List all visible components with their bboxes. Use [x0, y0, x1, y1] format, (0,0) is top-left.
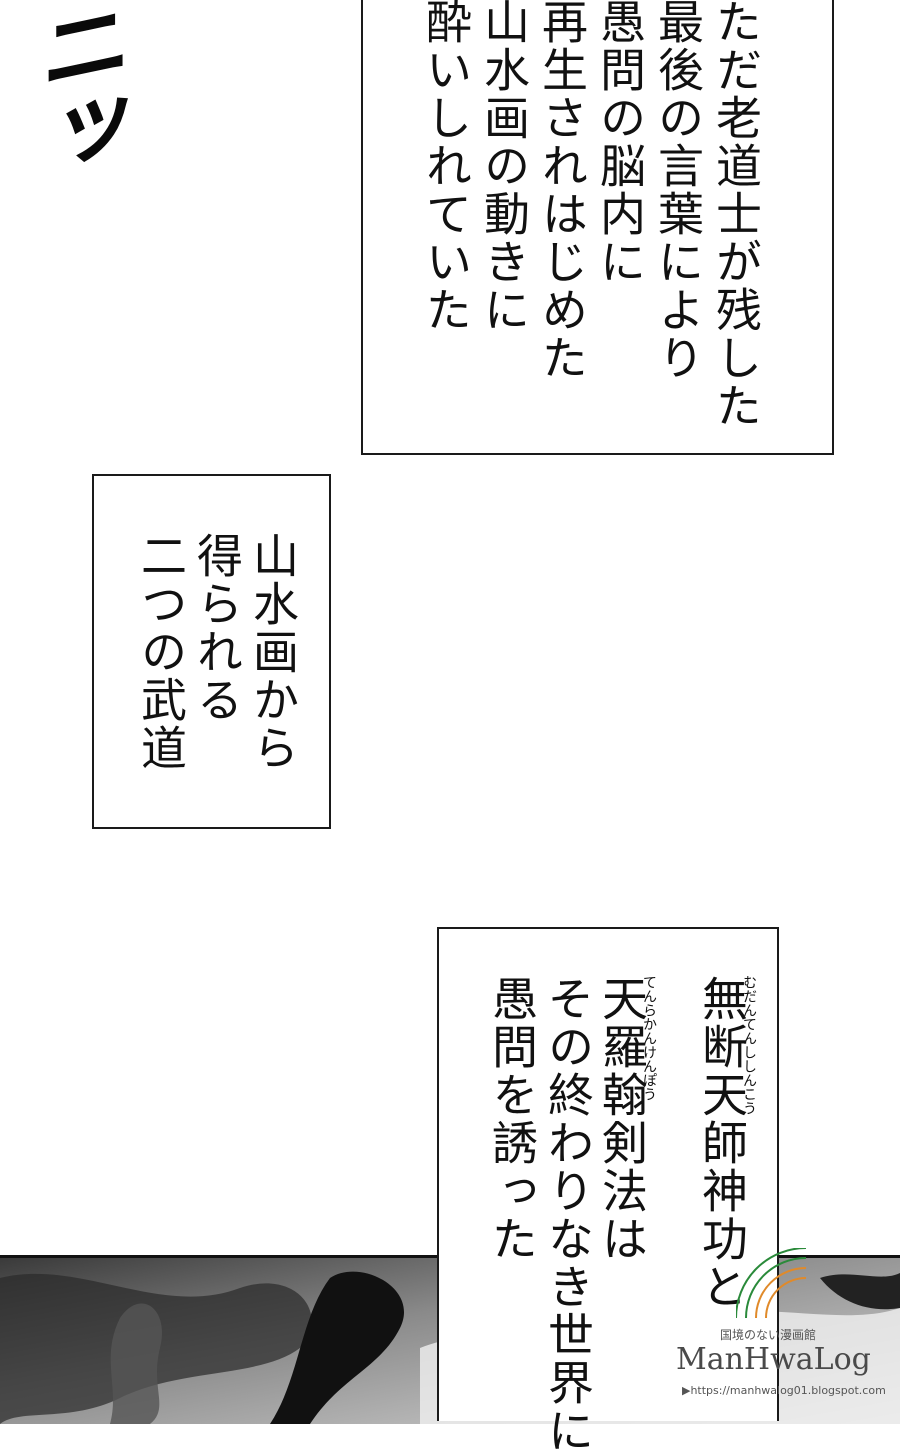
- caption-line: 酔いしれていた: [419, 0, 473, 334]
- caption-line: 無断天師神功と: [695, 975, 749, 1311]
- caption-line: 得られる: [190, 532, 244, 724]
- caption-line: 二つの武道: [134, 532, 188, 772]
- caption-line: 再生されはじめた: [535, 0, 589, 382]
- caption-line: 山水画から: [246, 532, 300, 772]
- furigana: むだんてんししんこう: [741, 975, 757, 1115]
- caption-line: その終わりなき世界に: [541, 975, 595, 1455]
- watermark-url: ▶https://manhwalog01.blogspot.com: [682, 1384, 886, 1397]
- caption-line: 最後の言葉により: [651, 0, 705, 382]
- caption-box-narration-2: 山水画から 得られる 二つの武道: [92, 474, 331, 829]
- caption-line: 山水画の動きに: [477, 0, 531, 334]
- fan-logo-icon: [736, 1248, 806, 1318]
- caption-box-narration-1: ただ老道士が残した 最後の言葉により 愚問の脳内に 再生されはじめた 山水画の動…: [361, 0, 834, 455]
- furigana: てんらかんけんぽう: [641, 975, 657, 1101]
- watermark-brand: ManHwaLog: [676, 1342, 871, 1377]
- caption-line: 天羅翰剣法は: [595, 975, 649, 1263]
- caption-line: ただ老道士が残した: [709, 0, 763, 430]
- site-watermark: 国境のない漫画館 ManHwaLog ▶https://manhwalog01.…: [676, 1248, 891, 1418]
- caption-box-narration-3: 無断天師神功と むだんてんししんこう 天羅翰剣法は てんらかんけんぽう その終わ…: [437, 927, 779, 1455]
- watermark-tagline: 国境のない漫画館: [720, 1328, 817, 1342]
- caption-line: 愚問を誘った: [485, 975, 539, 1263]
- sound-effect-text: ニッ: [25, 0, 132, 184]
- caption-line: 愚問の脳内に: [593, 0, 647, 286]
